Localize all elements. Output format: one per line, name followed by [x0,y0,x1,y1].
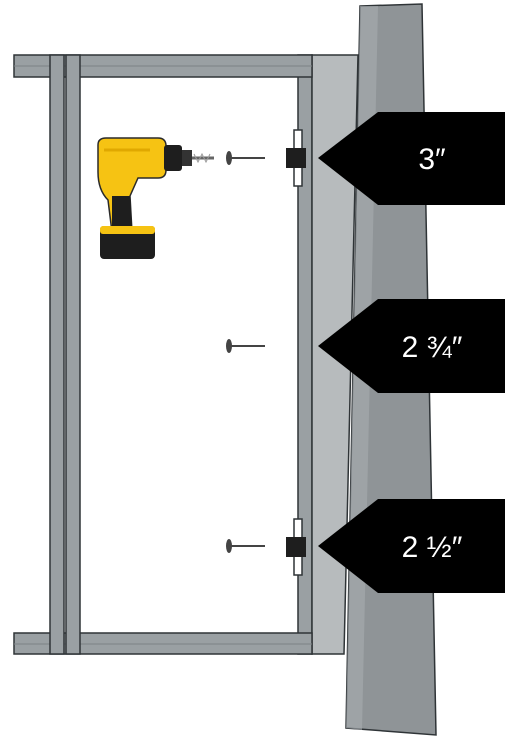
screw-icon [226,539,265,553]
screw-icon [226,151,265,165]
callout-middle: 2 ¾″ [318,299,505,393]
hinge-icon [286,129,306,187]
callout-bottom-label: 2 ½″ [402,531,463,564]
callout-bottom: 2 ½″ [318,499,505,593]
screw-icon [226,339,265,353]
hinge-icon [286,518,306,576]
callout-top-label: 3″ [418,143,446,176]
callout-top: 3″ [318,112,505,205]
callout-middle-label: 2 ¾″ [402,331,463,364]
drill-icon [97,137,214,259]
gate-frame-icon [13,54,359,655]
